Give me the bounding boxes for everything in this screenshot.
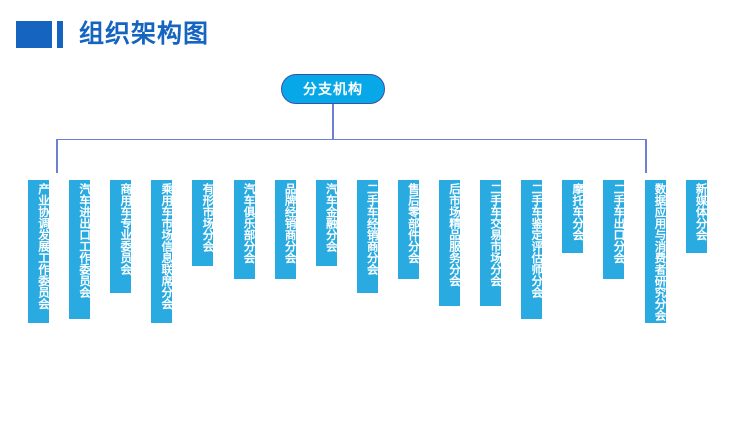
- leaf-node-box[interactable]: 商用车专业委员会: [110, 180, 132, 293]
- leaf-node-box[interactable]: 新媒体分会: [685, 180, 707, 253]
- leaf-node-box[interactable]: 二手车出口分会: [603, 180, 625, 279]
- leaf-node-box[interactable]: 产业协调发展工作委员会: [28, 180, 49, 323]
- leaf-node-box[interactable]: 二手车交易市场分会: [480, 180, 502, 306]
- tick-bar-icon: [57, 20, 63, 48]
- leaf-node-box[interactable]: 数据应用与消费者研究分会: [644, 180, 666, 323]
- leaf-node-box[interactable]: 乘用车市场信息联席分会: [151, 180, 173, 323]
- leaf-node-box[interactable]: 二手车鉴定评估师分会: [521, 180, 543, 319]
- leaf-node-row: 产业协调发展工作委员会汽车进出口工作委员会商用车专业委员会乘用车市场信息联席分会…: [28, 180, 722, 326]
- leaf-node-box[interactable]: 有形市场分会: [192, 180, 214, 266]
- leaf-node-box[interactable]: 汽车俱乐部分会: [233, 180, 255, 279]
- connector-root-stem: [332, 104, 334, 140]
- leaf-node-box[interactable]: 汽车进出口工作委员会: [69, 180, 91, 319]
- leaf-node-box[interactable]: 品牌经销商分会: [274, 180, 296, 279]
- page-title: 组织架构图: [79, 19, 210, 48]
- page-header: 组织架构图: [0, 16, 209, 52]
- leaf-node-box[interactable]: 后市场精品服务分会: [439, 180, 460, 306]
- square-block-icon: [16, 20, 52, 48]
- connector-drop-left: [56, 138, 58, 173]
- leaf-node-box[interactable]: 摩托车分会: [562, 180, 584, 253]
- leaf-node-box[interactable]: 二手车经销商分会: [356, 180, 378, 293]
- root-node-label: 分支机构: [303, 81, 363, 97]
- leaf-node-box[interactable]: 售后零部件分会: [397, 180, 419, 279]
- connector-horizontal-bus: [56, 138, 647, 141]
- connector-drop-right: [645, 138, 647, 173]
- leaf-node-box[interactable]: 汽车金融分会: [315, 180, 337, 266]
- root-node-branch-organizations[interactable]: 分支机构: [281, 74, 385, 104]
